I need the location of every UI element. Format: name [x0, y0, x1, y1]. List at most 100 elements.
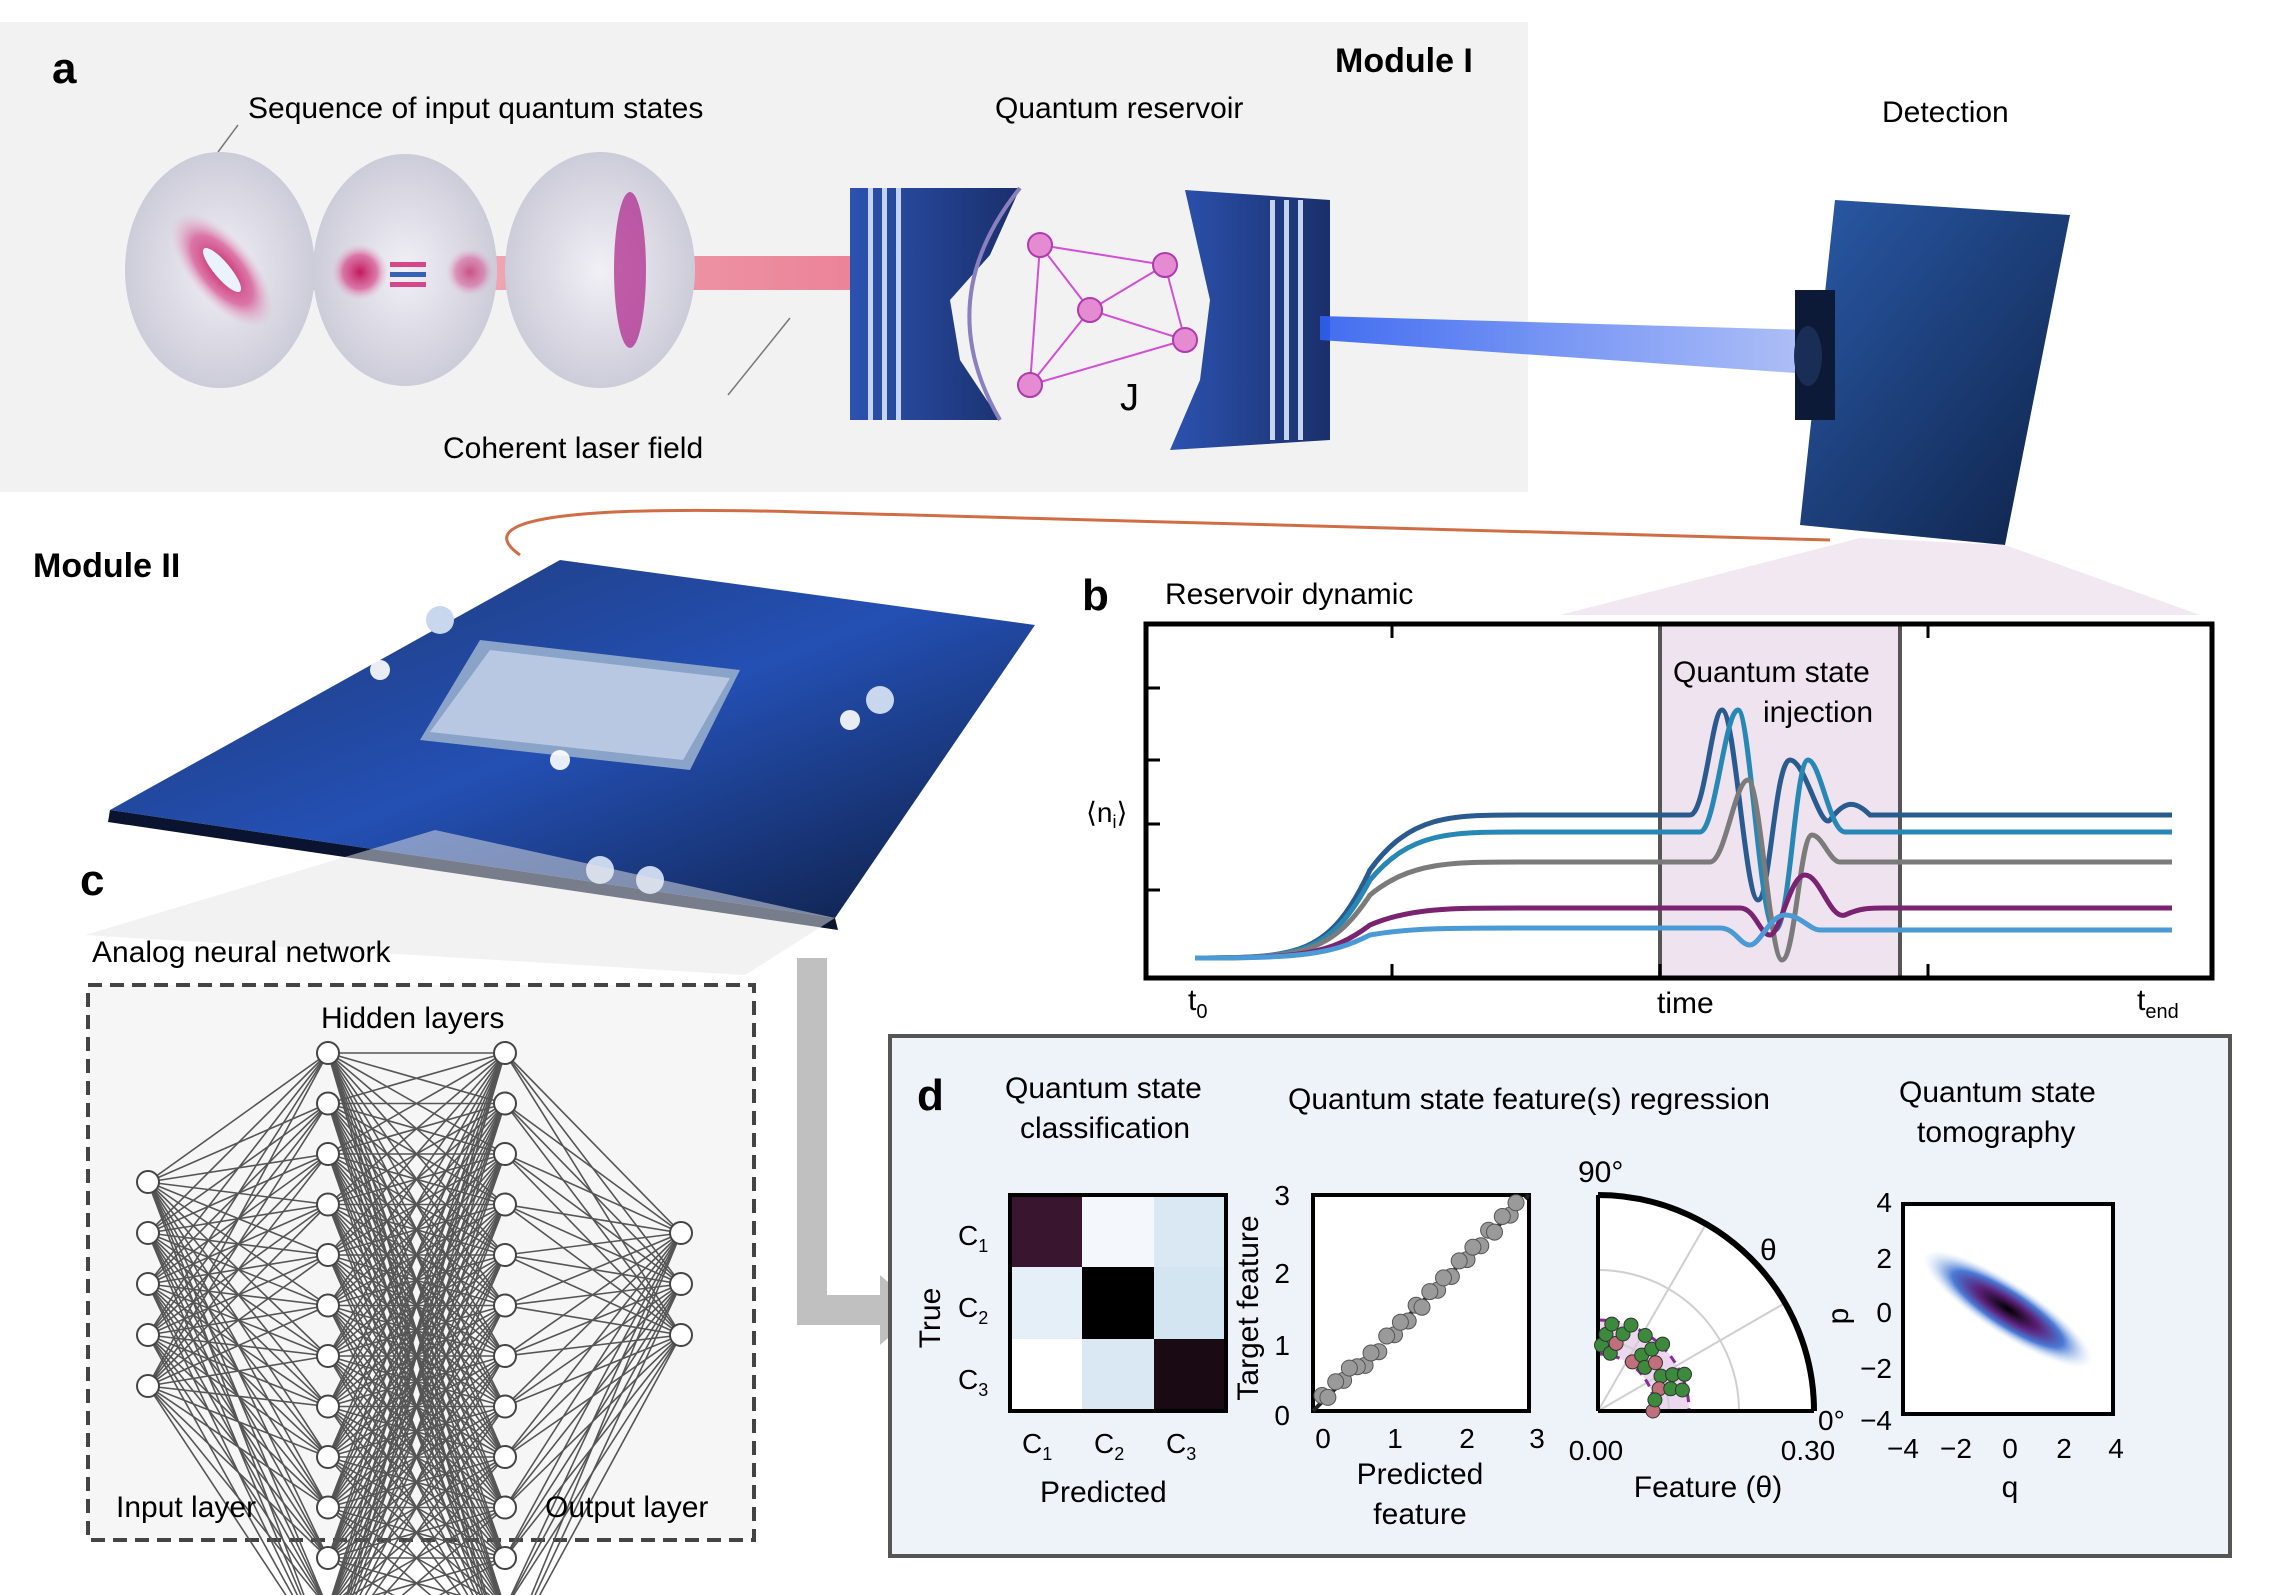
nn-edge — [331, 1052, 506, 1595]
panel-b-x-end: tend — [2137, 984, 2179, 1023]
tomography-frame — [1901, 1202, 2115, 1416]
detection-label: Detection — [1882, 96, 2009, 129]
nn-edge — [147, 1052, 329, 1285]
reg-ytick-0: 0 — [1274, 1400, 1290, 1431]
injection-label-1: Quantum state — [1673, 656, 1870, 689]
reg-ytick-2: 2 — [1274, 1258, 1290, 1289]
nn-node — [316, 1041, 340, 1065]
nn-edge — [355, 1254, 506, 1595]
classification-title-2: classification — [1020, 1112, 1190, 1145]
cm-cell-3-2 — [1082, 1339, 1154, 1411]
tomo-ytick-2: 2 — [1876, 1243, 1892, 1274]
reg-xtick-1: 1 — [1387, 1423, 1403, 1454]
polar-points — [1594, 1316, 1692, 1419]
polar-point — [1647, 1392, 1663, 1408]
nn-edge — [147, 1385, 329, 1559]
nn-edge — [327, 1052, 506, 1458]
nn-edge — [147, 1052, 329, 1387]
nn-node — [493, 1192, 517, 1217]
nn-node — [316, 1142, 340, 1166]
regression-point — [1413, 1298, 1431, 1316]
nn-node — [316, 1445, 340, 1469]
nn-edge — [504, 1232, 682, 1508]
panel-d-letter: d — [917, 1071, 944, 1120]
nn-edge — [147, 1052, 329, 1183]
nn-node — [136, 1323, 160, 1347]
flow-arrow-shaft — [797, 958, 885, 1325]
tomography-title-2: tomography — [1917, 1116, 2075, 1149]
nn-edge — [147, 1103, 329, 1387]
nn-node — [136, 1170, 160, 1194]
classification-title-1: Quantum state — [1005, 1072, 1202, 1105]
detection-zoom-wedge — [1560, 538, 2200, 615]
input-states-pointer — [217, 124, 239, 153]
input-state-1 — [125, 152, 315, 388]
nn-edge — [327, 1052, 506, 1206]
reg-ytick-3: 3 — [1274, 1180, 1290, 1211]
nn-node — [493, 1546, 517, 1570]
nn-edge — [147, 1385, 329, 1509]
cm-ylabel: True — [914, 1288, 947, 1349]
nn-edge — [383, 1456, 506, 1595]
nn-node — [669, 1272, 693, 1296]
nn-node — [493, 1394, 517, 1419]
tomo-xtick-2: 2 — [2056, 1433, 2072, 1464]
module-ii-label: Module II — [33, 547, 180, 585]
cable — [505, 508, 1831, 557]
nn-edge — [401, 1506, 506, 1595]
reg-xtick-2: 2 — [1459, 1423, 1475, 1454]
regression-points — [1313, 1194, 1525, 1406]
cm-cell-2-3 — [1154, 1267, 1226, 1339]
regression-point — [1340, 1359, 1358, 1377]
nn-edge — [352, 1204, 506, 1595]
tomo-xtick-m4: −4 — [1887, 1433, 1919, 1464]
nn-edge — [538, 1334, 682, 1595]
cm-cell-1-3 — [1154, 1195, 1226, 1267]
polar-r-max: 0.30 — [1781, 1435, 1836, 1466]
polar-point — [1604, 1316, 1620, 1332]
tomo-ytick-m2: −2 — [1860, 1353, 1892, 1384]
panel-a-letter: a — [52, 44, 77, 93]
cm-row-label-2: C2 — [958, 1292, 988, 1328]
tomography-ylabel: p — [1822, 1308, 1855, 1325]
nn-node — [136, 1272, 160, 1296]
nn-node — [136, 1221, 160, 1245]
nn-edge — [327, 1052, 506, 1105]
cm-row-label-1: C1 — [958, 1220, 988, 1256]
curve-series-2 — [1194, 707, 2172, 961]
input-layer-label: Input layer — [116, 1491, 256, 1524]
cm-col-label-1: C1 — [1022, 1428, 1052, 1464]
reservoir-right-mirror — [1170, 190, 1330, 450]
tomography-title-1: Quantum state — [1899, 1076, 2096, 1109]
polar-angle-right: 0° — [1818, 1405, 1845, 1436]
cm-cell-2-2 — [1082, 1267, 1154, 1339]
nn-edge — [504, 1203, 682, 1234]
polar-point — [1637, 1328, 1653, 1343]
tomo-xtick-m2: −2 — [1940, 1433, 1972, 1464]
nn-edge — [504, 1232, 682, 1458]
nn-node — [493, 1041, 517, 1065]
input-state-2 — [313, 154, 497, 386]
nn-node — [316, 1344, 340, 1368]
panel-b-title: Reservoir dynamic — [1165, 578, 1413, 611]
tomo-ytick-m4: −4 — [1860, 1405, 1892, 1436]
nn-edge — [534, 1283, 682, 1595]
regression-point — [1362, 1344, 1380, 1362]
nn-edge — [504, 1232, 682, 1256]
regression-point — [1507, 1194, 1525, 1212]
nn-edge — [510, 1232, 682, 1595]
polar-point — [1674, 1382, 1690, 1398]
nn-edge — [147, 1153, 329, 1387]
regression-point — [1435, 1269, 1452, 1287]
regression-title: Quantum state feature(s) regression — [1288, 1083, 1770, 1116]
tomography-state — [1922, 1250, 2094, 1368]
reg-xtick-0: 0 — [1315, 1423, 1331, 1454]
nn-edge — [504, 1102, 682, 1234]
regression-point — [1391, 1313, 1409, 1331]
cm-col-label-2: C2 — [1094, 1428, 1124, 1464]
nn-nodes — [136, 1041, 693, 1570]
polar-point — [1677, 1366, 1692, 1382]
regression-point — [1378, 1327, 1396, 1345]
nn-edge — [327, 1052, 506, 1306]
panel-c-letter: c — [80, 856, 104, 905]
